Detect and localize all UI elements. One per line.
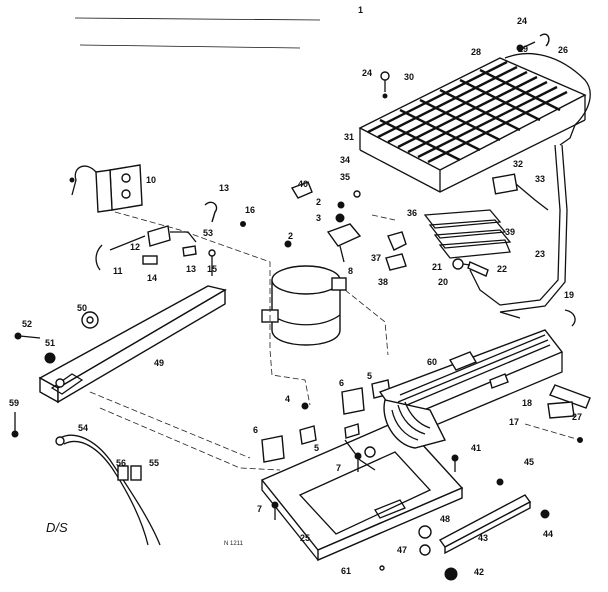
label-52: 52: [22, 319, 32, 329]
label-40: 40: [298, 179, 308, 189]
header-rule-1: [74, 17, 321, 21]
label-33: 33: [535, 174, 545, 184]
start-relay: [69, 164, 143, 213]
valve-fittings: [452, 258, 489, 277]
label-34: 34: [340, 155, 350, 165]
capacitor-and-wiring: [95, 201, 246, 276]
label-32: 32: [513, 159, 523, 169]
label-45: 45: [524, 457, 534, 467]
label-2-top: 2: [316, 197, 321, 207]
label-2-mid: 2: [288, 231, 293, 241]
wiring-harness-dashed-2: [344, 289, 389, 356]
label-28: 28: [471, 47, 481, 57]
label-37: 37: [371, 253, 381, 263]
label-55: 55: [149, 458, 159, 468]
top-mark: 1: [358, 5, 363, 15]
guide-line-1: [89, 391, 251, 459]
label-4: 4: [285, 394, 290, 404]
label-8: 8: [348, 266, 353, 276]
label-29: 29: [518, 44, 528, 54]
label-49: 49: [154, 358, 164, 368]
condenser-fan-assembly: [378, 329, 564, 449]
label-60: 60: [427, 357, 437, 367]
label-42: 42: [474, 567, 484, 577]
defrost-heater-module: [491, 173, 549, 211]
drawing-code: N 1211: [224, 541, 244, 547]
label-20: 20: [438, 277, 448, 287]
label-10: 10: [146, 175, 156, 185]
label-61: 61: [341, 566, 351, 576]
label-54: 54: [78, 423, 88, 433]
label-16: 16: [245, 205, 255, 215]
label-7-mid: 7: [336, 463, 341, 473]
label-51: 51: [45, 338, 55, 348]
label-31: 31: [344, 132, 354, 142]
label-59: 59: [9, 398, 19, 408]
base-rail: [438, 494, 532, 555]
label-7-low: 7: [257, 504, 262, 514]
part-number-labels: 24 26 28 29 24 30 31 34 32 33 35 40 2 3 …: [9, 16, 582, 577]
label-5-top: 5: [367, 371, 372, 381]
label-14: 14: [147, 273, 157, 283]
label-13-top: 13: [219, 183, 229, 193]
label-48: 48: [440, 514, 450, 524]
left-mounting-rail: [38, 285, 227, 404]
terminal-blocks: [261, 379, 391, 463]
label-36: 36: [407, 208, 417, 218]
power-cord: [55, 434, 161, 546]
wiring-harness-dashed: [114, 211, 311, 406]
label-24: 24: [362, 68, 372, 78]
heat-exchanger-coil: [423, 144, 568, 319]
label-50: 50: [77, 303, 87, 313]
label-13-low: 13: [186, 264, 196, 274]
base-pan: [260, 419, 464, 562]
label-43: 43: [478, 533, 488, 543]
label-39: 39: [505, 227, 515, 237]
label-47: 47: [397, 545, 407, 555]
label-35: 35: [340, 172, 350, 182]
label-30: 30: [404, 72, 414, 82]
label-53: 53: [203, 228, 213, 238]
drain-tube-parts: [524, 309, 591, 443]
label-6-low: 6: [253, 425, 258, 435]
label-17: 17: [509, 417, 519, 427]
label-25: 25: [300, 533, 310, 543]
label-18: 18: [522, 398, 532, 408]
label-24-top: 24: [517, 16, 527, 26]
label-21: 21: [432, 262, 442, 272]
tube-fittings-top: [380, 33, 550, 99]
evaporator-assembly: [358, 52, 591, 193]
header-rule-2: [79, 44, 301, 49]
label-3: 3: [316, 213, 321, 223]
base-screws: [271, 452, 550, 581]
label-56: 56: [116, 458, 126, 468]
label-44: 44: [543, 529, 553, 539]
compressor: [261, 240, 347, 346]
label-15: 15: [207, 264, 217, 274]
label-22: 22: [497, 264, 507, 274]
label-23: 23: [535, 249, 545, 259]
label-11: 11: [113, 266, 123, 276]
guide-line-2: [99, 407, 281, 471]
label-6-top: 6: [339, 378, 344, 388]
label-38: 38: [378, 277, 388, 287]
label-5-low: 5: [314, 443, 319, 453]
rail-fasteners: [11, 311, 99, 438]
compressor-hardware: [290, 181, 407, 271]
label-19: 19: [564, 290, 574, 300]
label-12: 12: [130, 242, 140, 252]
corner-note: D/S: [46, 520, 68, 535]
label-27: 27: [572, 412, 582, 422]
label-41: 41: [471, 443, 481, 453]
label-26: 26: [558, 45, 568, 55]
